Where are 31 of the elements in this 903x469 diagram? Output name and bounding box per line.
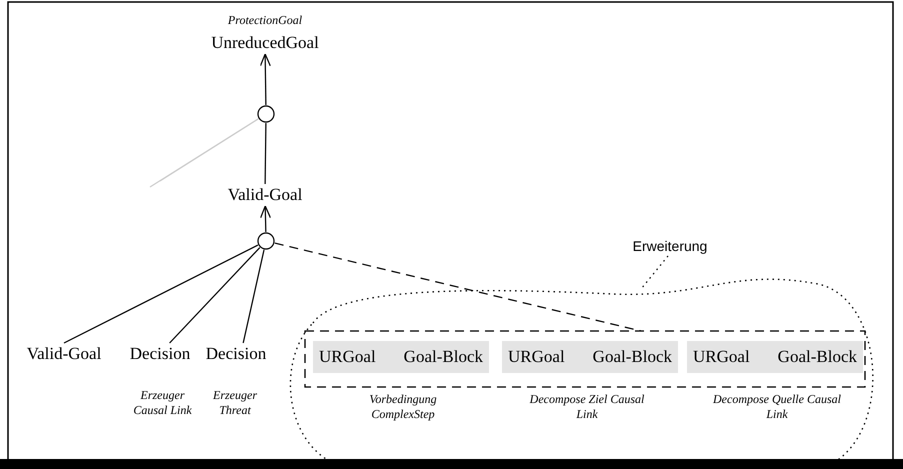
block-label: URGoal <box>319 346 376 368</box>
block-label: Goal-Block <box>778 346 857 368</box>
node-label: UnreducedGoal <box>211 33 319 52</box>
goal-block-box <box>687 341 863 373</box>
goal-block-box <box>313 341 489 373</box>
connector-line <box>260 53 271 106</box>
block-label: URGoal <box>693 346 750 368</box>
node-label: Decision <box>206 344 266 363</box>
italic-caption: Erzeuger Threat <box>212 388 258 418</box>
annotation-label: Erweiterung <box>632 238 708 254</box>
node-label: Valid-Goal <box>228 185 302 204</box>
connector-line <box>64 244 258 344</box>
goal-block-box <box>502 341 678 373</box>
italic-caption: Decompose Ziel Causal Link <box>528 392 646 422</box>
connector-line <box>169 247 260 344</box>
leader-line <box>640 256 668 290</box>
connector-line <box>150 118 259 188</box>
block-label: URGoal <box>508 346 565 368</box>
block-label: Goal-Block <box>404 346 483 368</box>
italic-caption: Decompose Quelle Causal Link <box>712 392 842 422</box>
block-label: Goal-Block <box>592 346 672 368</box>
italic-caption: ProtectionGoal <box>226 13 304 28</box>
connector-line <box>160 118 259 182</box>
node-label: Valid-Goal <box>26 344 102 363</box>
connector-line <box>260 205 272 232</box>
italic-caption: Vorbedingung ComplexStep <box>368 392 438 422</box>
italic-caption: Erzeuger Causal Link <box>132 388 193 418</box>
connector-line <box>274 242 642 332</box>
node-label: Decision <box>130 344 190 363</box>
connector-line <box>264 123 266 184</box>
connector-line <box>242 250 265 344</box>
